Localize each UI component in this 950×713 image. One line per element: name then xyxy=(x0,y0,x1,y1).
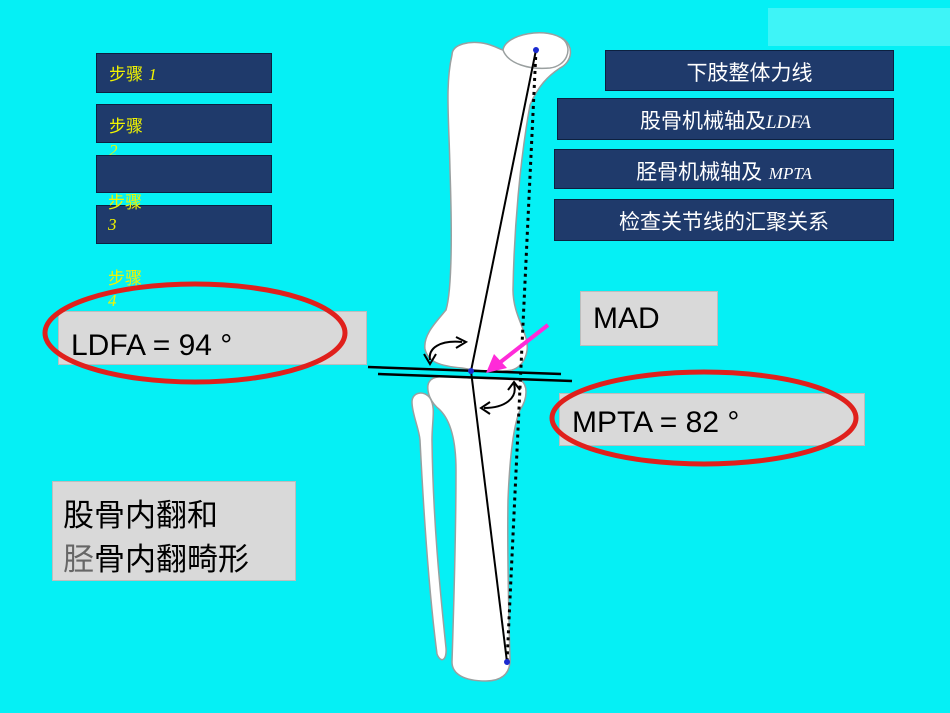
step-1-label: 步骤 xyxy=(109,65,143,85)
step-1-number: 1 xyxy=(148,65,157,84)
step-3-button[interactable] xyxy=(96,155,272,193)
topic-joint-line-convergence-button[interactable]: 检查关节线的汇聚关系 xyxy=(554,199,894,241)
step-1-button[interactable]: 步骤 1 xyxy=(96,53,272,93)
topic-femoral-axis-ldfa-button[interactable]: 股骨机械轴及LDFA xyxy=(557,98,894,140)
mpta-angle-arc xyxy=(483,383,516,409)
femoral-head xyxy=(502,32,569,70)
femur-bone xyxy=(424,34,572,373)
mpta-arc-arrowhead-right xyxy=(507,380,521,391)
topic-tibial-axis-mpta-button[interactable]: 胫骨机械轴及 MPTA xyxy=(554,149,894,189)
diagnosis-line-2: 胫骨内翻畸形 xyxy=(63,542,249,578)
step-2-label: 步骤 xyxy=(109,117,143,137)
mpta-arc-arrowhead-left xyxy=(479,401,491,415)
tibial-joint-line xyxy=(377,372,573,383)
limb-mechanical-axis xyxy=(505,49,538,663)
step-2-number: 2 xyxy=(109,141,118,160)
topic-limb-alignment-button[interactable]: 下肢整体力线 xyxy=(605,50,894,91)
hip-center-point xyxy=(533,47,539,53)
femoral-joint-line xyxy=(367,365,562,376)
ldfa-value-box: LDFA = 94 ° xyxy=(58,311,367,365)
step-2-button[interactable]: 步骤 2 xyxy=(96,104,272,160)
mad-label: MAD xyxy=(593,302,660,335)
diagnosis-line-1: 股骨内翻和 xyxy=(63,498,218,534)
ldfa-arc-arrowhead-left xyxy=(423,353,437,366)
diagnosis-box: 股骨内翻和 胫骨内翻畸形 xyxy=(52,481,296,581)
ankle-center-point xyxy=(504,659,510,665)
mad-arrow-head xyxy=(486,354,507,373)
step-4-button[interactable] xyxy=(96,205,272,244)
mad-label-box: MAD xyxy=(580,291,718,346)
ldfa-angle-arc xyxy=(428,340,463,361)
knee-center-point xyxy=(468,368,474,374)
fibula-bone xyxy=(411,392,447,661)
femoral-mechanical-axis xyxy=(470,49,537,372)
mpta-value-box: MPTA = 82 ° xyxy=(559,393,865,446)
ldfa-arc-arrowhead-right xyxy=(455,336,469,349)
ldfa-value: LDFA = 94 ° xyxy=(71,329,233,362)
tibial-mechanical-axis xyxy=(470,370,508,663)
corner-highlight xyxy=(768,8,950,46)
tibia-bone xyxy=(427,375,527,682)
mad-arrow-shaft xyxy=(496,323,550,366)
mpta-value: MPTA = 82 ° xyxy=(572,406,740,439)
